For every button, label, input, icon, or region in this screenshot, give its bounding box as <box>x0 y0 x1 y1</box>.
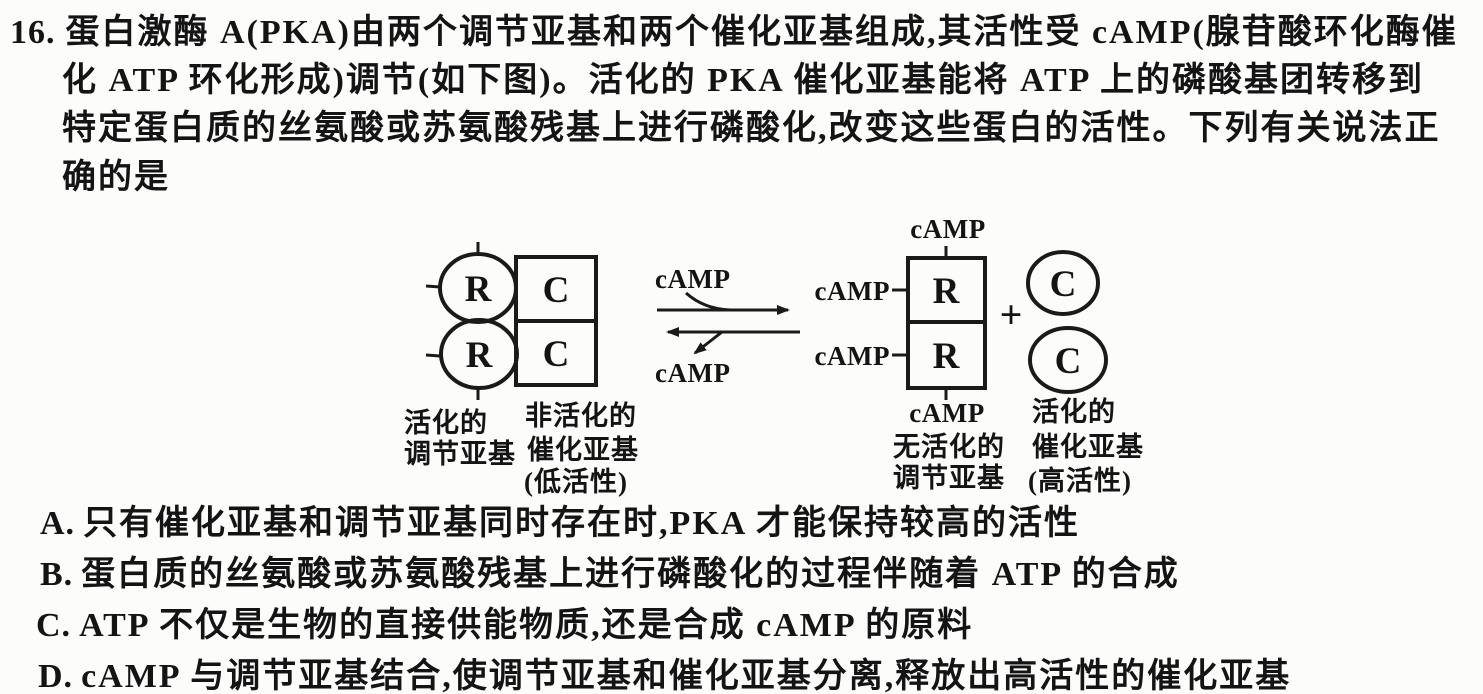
regulatory-subunit-letter: R <box>465 269 493 310</box>
right-catalytic-caption-line: (高活性) <box>1028 465 1132 496</box>
question-number: 16. <box>10 14 56 51</box>
left-catalytic-caption-line: (低活性) <box>524 467 628 497</box>
left-camp-label-upper: cAMP <box>815 276 890 306</box>
tick-mark <box>425 284 441 289</box>
option-c: C.ATP 不仅是生物的直接供能物质,还是合成 cAMP 的原料 <box>36 606 973 646</box>
option-a: A.只有催化亚基和调节亚基同时存在时,PKA 才能保持较高的活性 <box>40 504 1080 544</box>
question-line-1: 16.蛋白激酶 A(PKA)由两个调节亚基和两个催化亚基组成,其活性受 cAMP… <box>10 13 1458 53</box>
catalytic-subunit-circle <box>1026 250 1100 316</box>
left-regulatory-caption-line: 活化的 <box>404 407 488 438</box>
option-a-text: 只有催化亚基和调节亚基同时存在时,PKA 才能保持较高的活性 <box>83 505 1080 542</box>
left-camp-label-lower: cAMP <box>815 341 890 371</box>
plus-sign: + <box>1000 292 1023 337</box>
regulatory-subunit-letter: R <box>933 271 961 312</box>
left-regulatory-caption-line: 调节亚基 <box>404 439 516 469</box>
regulatory-subunit-letter: R <box>933 336 961 377</box>
right-catalytic-caption-line: 活化的 <box>1032 396 1116 427</box>
option-b: B.蛋白质的丝氨酸或苏氨酸残基上进行磷酸化的过程伴随着 ATP 的合成 <box>40 555 1180 595</box>
option-d-text: cAMP 与调节亚基结合,使调节亚基和催化亚基分离,释放出高活性的催化亚基 <box>81 658 1292 694</box>
option-a-label: A. <box>40 505 76 542</box>
option-c-label: C. <box>36 607 72 644</box>
right-regulatory-caption-line: 无活化的 <box>893 431 1005 462</box>
option-b-label: B. <box>40 556 74 593</box>
catalytic-subunit-box <box>514 319 598 387</box>
question-text-1: 蛋白激酶 A(PKA)由两个调节亚基和两个催化亚基组成,其活性受 cAMP(腺苷… <box>65 14 1458 51</box>
catalytic-subunit-letter: C <box>543 270 570 311</box>
catalytic-subunit-circle <box>1028 326 1108 394</box>
catalytic-subunit-letter: C <box>1050 264 1077 305</box>
top-camp-label: cAMP <box>910 214 985 244</box>
reverse-camp-label: cAMP <box>655 358 730 388</box>
catalytic-subunit-letter: C <box>1055 341 1082 382</box>
tick-mark <box>425 353 441 358</box>
pka-activation-diagram: R R C C 活化的 调节亚基 非活化的 催化亚基 (低活性) cAMP cA… <box>404 214 1144 497</box>
active-complex-group: cAMP cAMP cAMP R R + C C cAMP 无活化的 调节亚基 … <box>815 214 1144 496</box>
inactive-holoenzyme-group: R R C C 活化的 调节亚基 非活化的 催化亚基 (低活性) <box>404 242 639 497</box>
camp-release-branch-arrow <box>693 330 723 355</box>
camp-merge-line <box>685 291 731 312</box>
option-d-label: D. <box>38 658 74 694</box>
right-catalytic-caption-line: 催化亚基 <box>1032 432 1144 462</box>
question-line-2: 化 ATP 环化形成)调节(如下图)。活化的 PKA 催化亚基能将 ATP 上的… <box>62 62 1425 99</box>
question-line-3: 特定蛋白质的丝氨酸或苏氨酸残基上进行磷酸化,改变这些蛋白的活性。下列有关说法正 <box>62 110 1441 147</box>
left-catalytic-caption-line: 非活化的 <box>525 400 637 431</box>
catalytic-subunit-letter: C <box>543 334 570 375</box>
regulatory-subunit-letter: R <box>466 335 494 376</box>
left-catalytic-caption-line: 催化亚基 <box>527 435 639 465</box>
bottom-camp-label: cAMP <box>909 398 984 428</box>
question-line-4: 确的是 <box>62 159 170 196</box>
reaction-arrows-group: cAMP cAMP <box>655 264 800 388</box>
right-regulatory-caption-line: 调节亚基 <box>893 463 1005 493</box>
forward-camp-label: cAMP <box>655 264 730 294</box>
option-d: D.cAMP 与调节亚基结合,使调节亚基和催化亚基分离,释放出高活性的催化亚基 <box>38 657 1291 694</box>
option-c-text: ATP 不仅是生物的直接供能物质,还是合成 cAMP 的原料 <box>79 607 974 644</box>
option-b-text: 蛋白质的丝氨酸或苏氨酸残基上进行磷酸化的过程伴随着 ATP 的合成 <box>81 556 1180 593</box>
